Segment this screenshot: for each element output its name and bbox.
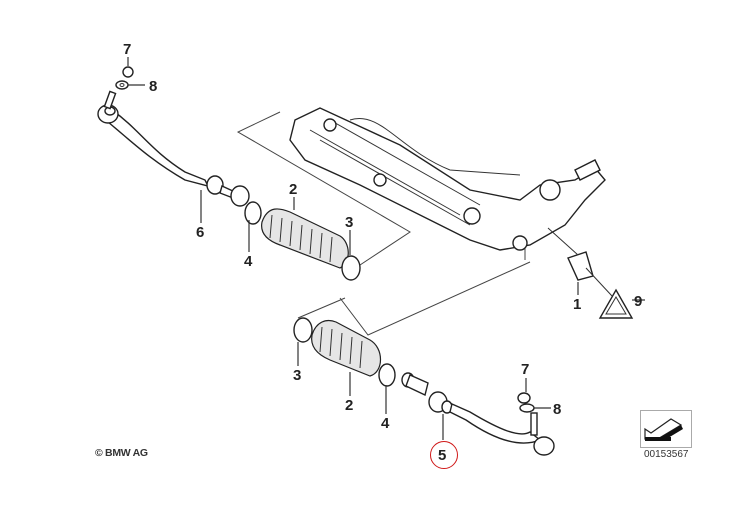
callout-5[interactable]: 5	[438, 447, 447, 464]
callout-4-lower[interactable]: 4	[381, 415, 390, 432]
callout-3-upper[interactable]: 3	[345, 214, 354, 231]
callout-3-lower[interactable]: 3	[293, 367, 302, 384]
upper-tie-rod[interactable]	[97, 90, 250, 207]
callout-9[interactable]: 9	[634, 293, 643, 310]
upper-bellows[interactable]	[261, 208, 349, 269]
callout-8-lower[interactable]: 8	[553, 401, 562, 418]
lower-bellows[interactable]	[311, 319, 382, 377]
callout-6[interactable]: 6	[196, 224, 205, 241]
lower-tie-rod[interactable]	[401, 372, 555, 456]
warning-label-icon[interactable]	[585, 267, 634, 319]
upper-nut-washer[interactable]	[115, 66, 134, 90]
callout-4-upper[interactable]: 4	[244, 253, 253, 270]
arrow-back-icon	[644, 418, 683, 441]
navigate-back-button[interactable]	[640, 410, 692, 448]
lower-nut-washer[interactable]	[517, 392, 535, 413]
rack-group-frame	[236, 111, 411, 266]
upper-small-clamp[interactable]	[244, 201, 262, 225]
lower-clamp[interactable]	[293, 317, 313, 343]
leader-lines	[127, 57, 645, 440]
lower-small-clamp[interactable]	[378, 363, 396, 387]
lower-frame-line	[339, 261, 531, 336]
lower-group-frame	[297, 297, 346, 319]
rack-bracket[interactable]	[547, 227, 594, 281]
image-number: 00153567	[644, 449, 689, 460]
copyright-text: © BMW AG	[95, 447, 148, 459]
callout-7-lower[interactable]: 7	[521, 361, 530, 378]
steering-rack[interactable]	[289, 107, 606, 251]
callout-2-upper[interactable]: 2	[289, 181, 298, 198]
selected-part-highlight	[430, 441, 458, 469]
callout-7-upper[interactable]: 7	[123, 41, 132, 58]
callout-2-lower[interactable]: 2	[345, 397, 354, 414]
callout-8-upper[interactable]: 8	[149, 78, 158, 95]
upper-clamp[interactable]	[341, 255, 361, 281]
callout-1[interactable]: 1	[573, 296, 582, 313]
